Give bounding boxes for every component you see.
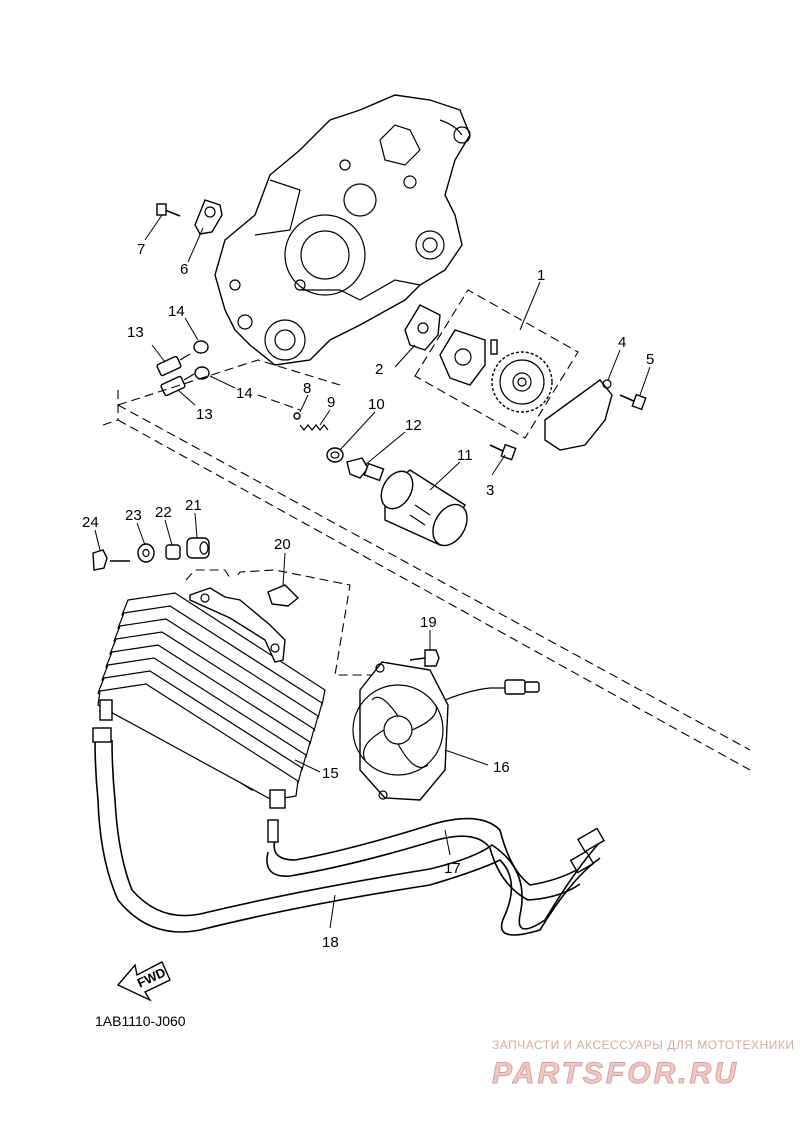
callout-1: 1: [537, 267, 545, 284]
callout-3: 3: [486, 482, 494, 499]
cooler-mounting-bracket: [189, 587, 286, 663]
part-5-bolt: [619, 393, 647, 411]
part-12-union-bolt: [346, 457, 385, 482]
crankcase: [214, 94, 471, 366]
watermark-tagline: ЗАПЧАСТИ И АКСЕССУАРЫ ДЛЯ МОТОТЕХНИКИ: [492, 1038, 794, 1052]
part-7-bolt: [156, 203, 181, 217]
part-14-o-ring-lower: [194, 366, 210, 380]
part-19-bolt: [409, 649, 440, 667]
callout-7: 7: [137, 241, 145, 258]
callout-15: 15: [322, 765, 339, 782]
part-4-cover: [544, 379, 613, 451]
assembly-guide-lines: [102, 359, 751, 771]
fwd-arrow-icon: FWD: [116, 961, 171, 1002]
part-17-hose: [266, 817, 595, 901]
callout-19: 19: [420, 614, 437, 631]
callout-4: 4: [618, 334, 626, 351]
callout-13-upper: 13: [127, 324, 144, 341]
part-15-oil-cooler: [97, 592, 326, 809]
callout-5: 5: [646, 351, 654, 368]
part-10-gasket: [326, 447, 344, 463]
part-6-gasket-plate: [194, 199, 223, 235]
part-9-spring: [299, 424, 329, 431]
callout-20: 20: [274, 536, 291, 553]
callout-2: 2: [375, 361, 383, 378]
part-21-grommet: [186, 537, 210, 559]
callout-9: 9: [327, 394, 335, 411]
callout-22: 22: [155, 504, 172, 521]
part-13-fitting-upper: [156, 353, 191, 377]
part-2-plate: [404, 304, 441, 351]
callout-16: 16: [493, 759, 510, 776]
part-24-bolt: [92, 549, 130, 571]
part-11-oil-filter: [380, 469, 468, 547]
callout-13-lower: 13: [196, 406, 213, 423]
callout-21: 21: [185, 497, 202, 514]
callout-6: 6: [180, 261, 188, 278]
part-14-o-ring-upper: [193, 340, 209, 354]
part-23-washer: [137, 543, 155, 563]
part-18-hose: [92, 727, 605, 936]
part-1-oil-pump-body: [439, 329, 498, 386]
callout-11: 11: [457, 447, 473, 464]
callout-labels: 1 2 3 4 5 6 7 8 9 10 11 12 13 13 14 14 1…: [82, 241, 654, 951]
callout-17: 17: [444, 860, 461, 877]
cooler-bracket-dashed: [185, 569, 375, 676]
diagram-code: 1AB1110-J060: [95, 1013, 186, 1029]
callout-14-lower: 14: [236, 385, 253, 402]
part-13-fitting-lower: [160, 373, 195, 397]
part-16-fan-assembly: [352, 661, 540, 801]
callout-23: 23: [125, 507, 142, 524]
oil-pump-group-box: [414, 289, 579, 439]
part-22-collar: [165, 544, 181, 560]
callout-18: 18: [322, 934, 339, 951]
part-8-ball: [293, 412, 301, 420]
callout-14-upper: 14: [168, 303, 185, 320]
callout-12: 12: [405, 417, 422, 434]
part-20-clip: [267, 584, 300, 607]
callout-10: 10: [368, 396, 385, 413]
callout-24: 24: [82, 514, 99, 531]
leader-lines: [94, 214, 651, 929]
watermark: ЗАПЧАСТИ И АКСЕССУАРЫ ДЛЯ МОТОТЕХНИКИ PA…: [492, 1038, 794, 1091]
callout-8: 8: [303, 380, 311, 397]
part-1-oil-pump-gear: [491, 351, 553, 413]
watermark-brand: PARTSFOR.RU: [492, 1057, 739, 1090]
